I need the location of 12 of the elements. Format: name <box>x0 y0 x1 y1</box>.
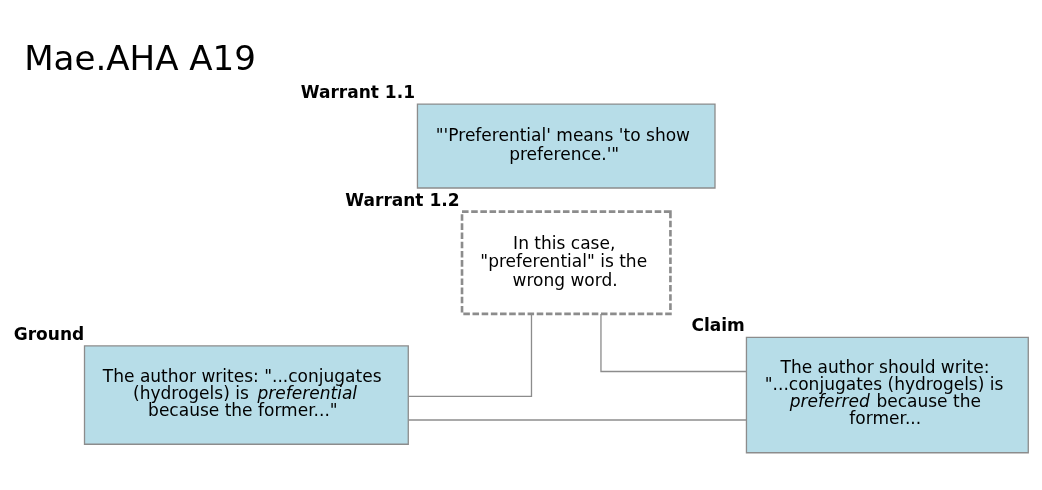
node-box: "'Preferential' means 'to show preference.'" <box>416 103 716 189</box>
node-label: Claim <box>691 315 745 336</box>
node-box: The author should write: "...conjugates (hydrogels) is preferred because the former... <box>745 336 1029 454</box>
connector <box>600 313 747 373</box>
node-box: In this case, "preferential" is the wrong word. <box>460 210 672 316</box>
node-label: Warrant 1.2 <box>345 189 460 210</box>
diagram-title: Mae.AHA A19 <box>24 37 256 78</box>
connector <box>407 419 747 421</box>
node-box: The author writes: "...conjugates (hydrogels) is preferential because the former..." <box>83 345 409 445</box>
node-label: Warrant 1.1 <box>300 82 416 103</box>
node-label: Ground <box>13 323 85 344</box>
connector <box>407 313 533 398</box>
